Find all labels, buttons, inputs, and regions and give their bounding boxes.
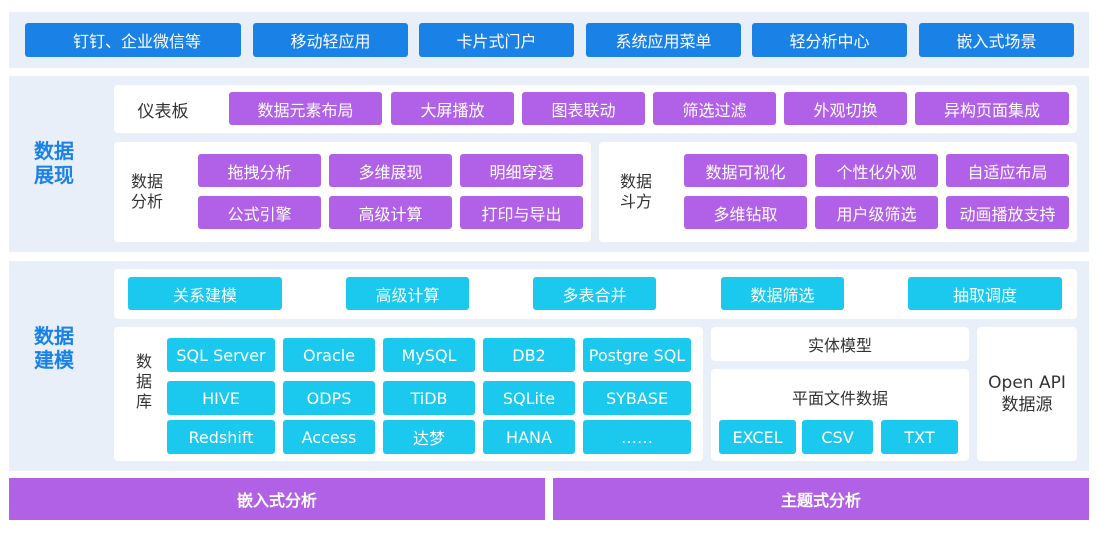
dashboard-label: 仪表板	[137, 101, 189, 122]
database-item[interactable]: DB2	[483, 338, 575, 372]
modeling-feature[interactable]: 高级计算	[346, 277, 469, 310]
doufang-item[interactable]: 自适应布局	[946, 154, 1069, 187]
database-item[interactable]: SQL Server	[167, 338, 275, 372]
top-item-mobile-app[interactable]: 移动轻应用	[253, 23, 408, 57]
modeling-feature[interactable]: 抽取调度	[908, 277, 1062, 310]
analysis-item[interactable]: 明细穿透	[460, 154, 583, 187]
analysis-label: 数据 分析	[124, 172, 170, 212]
database-item[interactable]: 达梦	[383, 420, 475, 454]
top-item-analysis-center[interactable]: 轻分析中心	[752, 23, 907, 57]
open-api-line2: 数据源	[1001, 395, 1053, 415]
entity-model-label: 实体模型	[807, 336, 872, 355]
top-item-card-portal[interactable]: 卡片式门户	[419, 23, 574, 57]
database-item[interactable]: TiDB	[383, 381, 475, 415]
modeling-feature[interactable]: 多表合并	[533, 277, 656, 310]
database-label-char: 库	[135, 392, 152, 411]
analysis-item[interactable]: 打印与导出	[460, 196, 583, 229]
database-item[interactable]: HIVE	[167, 381, 275, 415]
presentation-title: 数据 展现	[24, 139, 84, 187]
doufang-item[interactable]: 多维钻取	[684, 196, 807, 229]
dashboard-item[interactable]: 异构页面集成	[915, 92, 1069, 125]
dashboard-item[interactable]: 数据元素布局	[229, 92, 382, 125]
open-api-card	[977, 327, 1077, 461]
flat-file-item[interactable]: EXCEL	[719, 420, 796, 454]
flat-file-item[interactable]: CSV	[802, 420, 873, 454]
modeling-title-line2: 建模	[34, 348, 74, 372]
modeling-title-line1: 数据	[34, 324, 74, 348]
database-item[interactable]: SQLite	[483, 381, 575, 415]
top-item-dingtalk[interactable]: 钉钉、企业微信等	[25, 23, 241, 57]
analysis-item[interactable]: 高级计算	[329, 196, 452, 229]
analysis-item[interactable]: 拖拽分析	[198, 154, 321, 187]
doufang-label-line2: 斗方	[619, 192, 652, 211]
entity-model-card	[711, 327, 969, 361]
analysis-item[interactable]: 多维展现	[329, 154, 452, 187]
doufang-item[interactable]: 个性化外观	[815, 154, 938, 187]
top-item-embedded[interactable]: 嵌入式场景	[919, 23, 1074, 57]
open-api-label: Open API 数据源	[977, 372, 1077, 416]
dashboard-item[interactable]: 筛选过滤	[653, 92, 776, 125]
bottom-embedded-analysis[interactable]: 嵌入式分析	[9, 478, 545, 520]
doufang-item[interactable]: 用户级筛选	[815, 196, 938, 229]
database-label-char: 数	[135, 352, 152, 371]
doufang-item[interactable]: 动画播放支持	[946, 196, 1069, 229]
analysis-label-line1: 数据	[130, 172, 163, 191]
dashboard-item[interactable]: 外观切换	[784, 92, 907, 125]
database-label-char: 据	[135, 372, 152, 391]
doufang-label: 数据 斗方	[613, 172, 659, 212]
presentation-title-line1: 数据	[34, 139, 74, 163]
flat-file-label: 平面文件数据	[791, 389, 888, 408]
modeling-feature[interactable]: 数据筛选	[721, 277, 844, 310]
presentation-title-line2: 展现	[34, 163, 74, 187]
database-item[interactable]: MySQL	[383, 338, 475, 372]
modeling-feature[interactable]: 关系建模	[128, 277, 282, 310]
modeling-title: 数据 建模	[24, 324, 84, 372]
database-item[interactable]: HANA	[483, 420, 575, 454]
dashboard-item[interactable]: 大屏播放	[391, 92, 514, 125]
bottom-topic-analysis[interactable]: 主题式分析	[553, 478, 1089, 520]
doufang-item[interactable]: 数据可视化	[684, 154, 807, 187]
database-item[interactable]: Redshift	[167, 420, 275, 454]
database-label: 数 据 库	[130, 352, 158, 412]
database-item[interactable]: SYBASE	[583, 381, 691, 415]
database-item[interactable]: ODPS	[283, 381, 375, 415]
database-item[interactable]: Access	[283, 420, 375, 454]
top-item-system-menu[interactable]: 系统应用菜单	[586, 23, 741, 57]
database-item[interactable]: Postgre SQL	[583, 338, 691, 372]
database-item[interactable]: Oracle	[283, 338, 375, 372]
analysis-item[interactable]: 公式引擎	[198, 196, 321, 229]
database-item[interactable]: ……	[583, 420, 691, 454]
open-api-line1: Open API	[988, 373, 1066, 393]
doufang-label-line1: 数据	[619, 172, 652, 191]
dashboard-item[interactable]: 图表联动	[522, 92, 645, 125]
analysis-label-line2: 分析	[130, 192, 163, 211]
flat-file-item[interactable]: TXT	[881, 420, 958, 454]
